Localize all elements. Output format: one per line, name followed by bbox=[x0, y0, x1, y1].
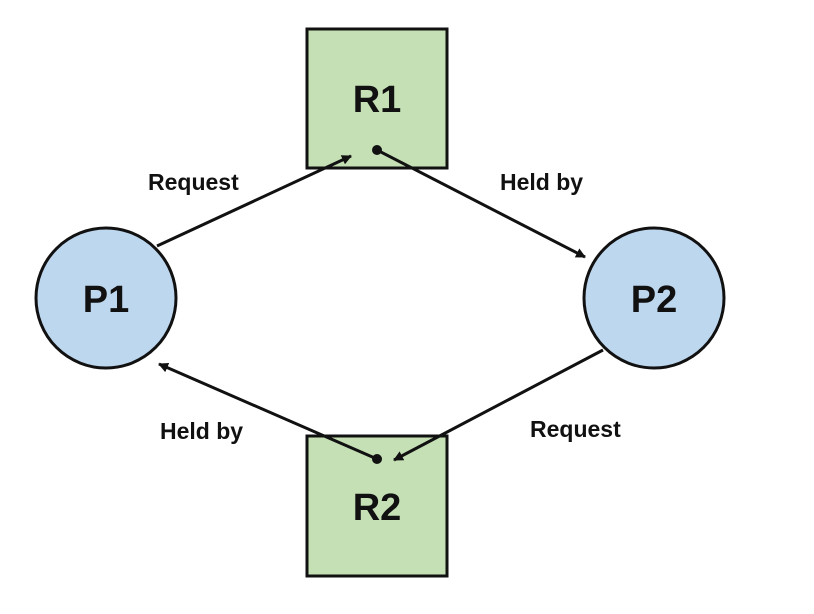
edge-label-p2-request-r2: Request bbox=[530, 416, 621, 442]
process-p2: P2 bbox=[582, 226, 726, 370]
resource-r1-label: R1 bbox=[353, 79, 402, 121]
edge-r2-held-by-p1 bbox=[158, 362, 378, 461]
resource-r1-box bbox=[305, 27, 449, 170]
edge-label-r1-held-by-p2: Held by bbox=[500, 169, 583, 195]
edge-label-r2-held-by-p1: Held by bbox=[160, 418, 243, 444]
edge-r1-held-by-p2 bbox=[376, 148, 586, 259]
process-p2-label: P2 bbox=[631, 279, 677, 321]
resource-r2: R2 bbox=[305, 434, 449, 578]
edge-p2-request-r2 bbox=[393, 348, 604, 462]
process-p1: P1 bbox=[34, 226, 178, 370]
edge-p1-request-r1 bbox=[156, 154, 352, 248]
process-p1-circle bbox=[34, 226, 178, 370]
resource-r1: R1 bbox=[305, 27, 449, 170]
resource-r2-label: R2 bbox=[353, 487, 402, 529]
edge-label-p1-request-r1: Request bbox=[148, 169, 239, 195]
process-p1-label: P1 bbox=[83, 279, 129, 321]
process-p2-circle bbox=[582, 226, 726, 370]
